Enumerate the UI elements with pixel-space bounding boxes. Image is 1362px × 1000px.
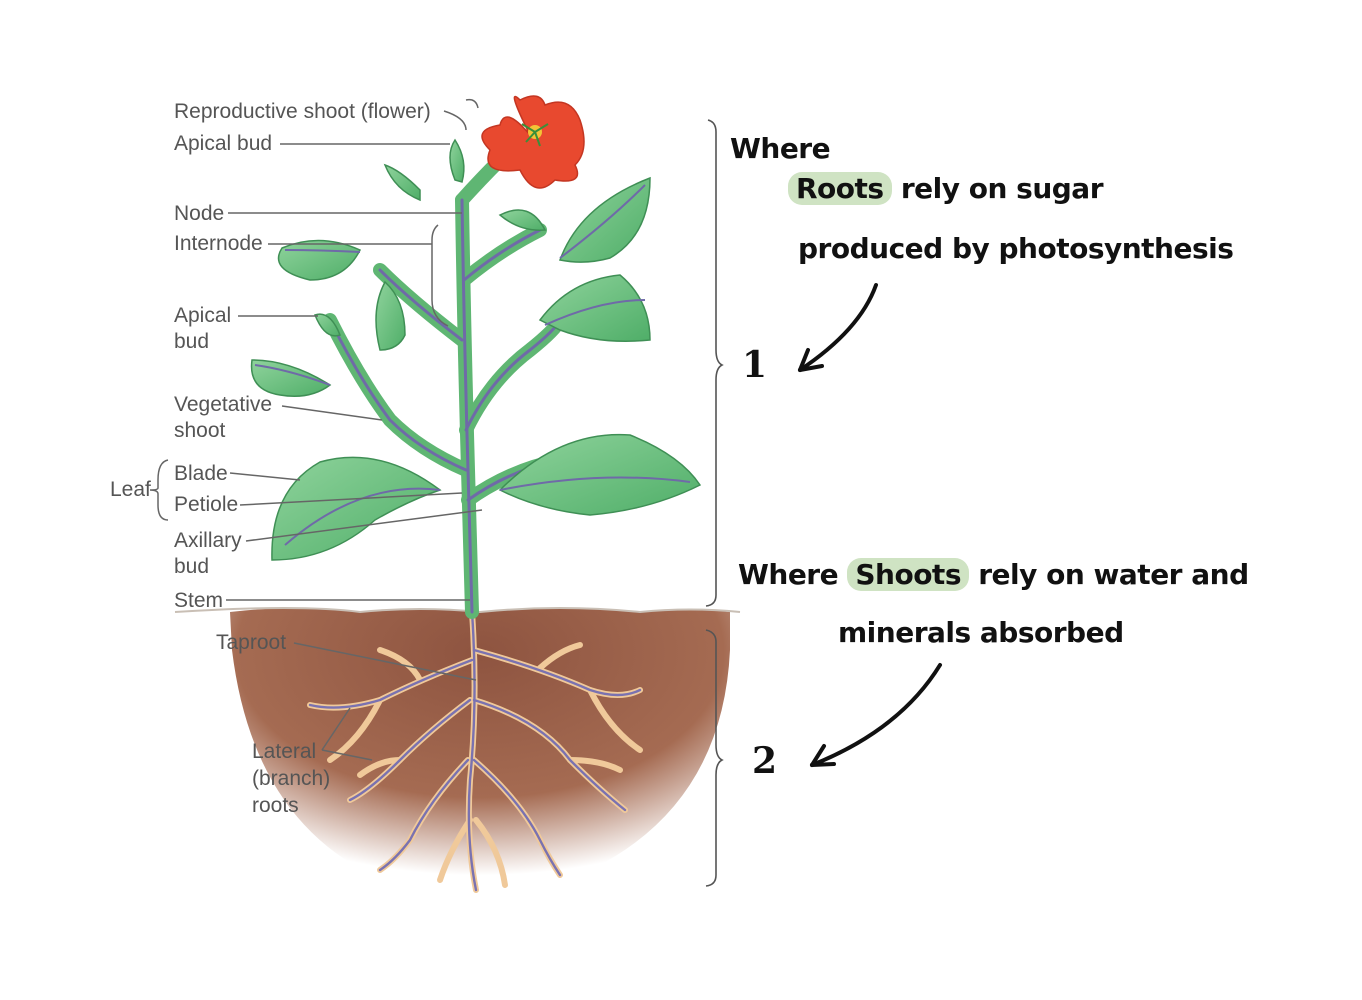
label-internode: Internode (174, 232, 263, 255)
label-lateral-roots-line3: roots (252, 794, 299, 817)
note-shoot-where: Where (730, 132, 831, 165)
root-brace (705, 629, 724, 887)
shoot-brace (705, 119, 724, 607)
root-system (307, 609, 643, 893)
label-blade: Blade (174, 462, 228, 485)
note-root-line1-rest: rely on water and (978, 558, 1249, 591)
label-axillary-bud-line1: Axillary (174, 529, 242, 552)
note-root-line1: Where Shoots rely on water and (738, 558, 1249, 591)
label-stem: Stem (174, 589, 224, 612)
label-apical-bud-side-line2: bud (174, 330, 210, 353)
label-node: Node (174, 202, 225, 225)
note-root-where: Where (738, 558, 839, 591)
label-leaf: Leaf (110, 478, 151, 501)
label-apical-bud-top: Apical bud (174, 132, 273, 155)
label-apical-bud-side-line1: Apical (174, 304, 232, 327)
root-arrow (810, 663, 942, 767)
label-taproot: Taproot (216, 631, 287, 654)
label-vegetative-shoot-line1: Vegetative (174, 393, 273, 416)
label-vegetative-shoot-line2: shoot (174, 419, 226, 442)
label-lateral-roots-line2: (branch) (252, 767, 331, 790)
leaves (250, 138, 702, 561)
soil (174, 607, 741, 905)
note-shoot-line1: Roots rely on sugar (788, 172, 1104, 205)
note-shoot-number: 1 (742, 344, 768, 386)
stem (323, 153, 647, 619)
note-root-number: 2 (752, 740, 778, 782)
note-shoot-line1-rest: rely on sugar (900, 172, 1104, 205)
note-shoot-highlight: Roots (788, 172, 892, 205)
flower (481, 95, 585, 189)
label-reproductive-shoot: Reproductive shoot (flower) (174, 100, 431, 123)
label-petiole: Petiole (174, 493, 239, 516)
note-root-line2: minerals absorbed (838, 616, 1124, 649)
note-shoot-line2: produced by photosynthesis (798, 232, 1234, 265)
label-axillary-bud-line2: bud (174, 555, 210, 578)
shoot-arrow (798, 283, 878, 372)
note-root-highlight: Shoots (847, 558, 969, 591)
leader-lines (149, 98, 483, 761)
label-lateral-roots-line1: Lateral (252, 740, 317, 763)
